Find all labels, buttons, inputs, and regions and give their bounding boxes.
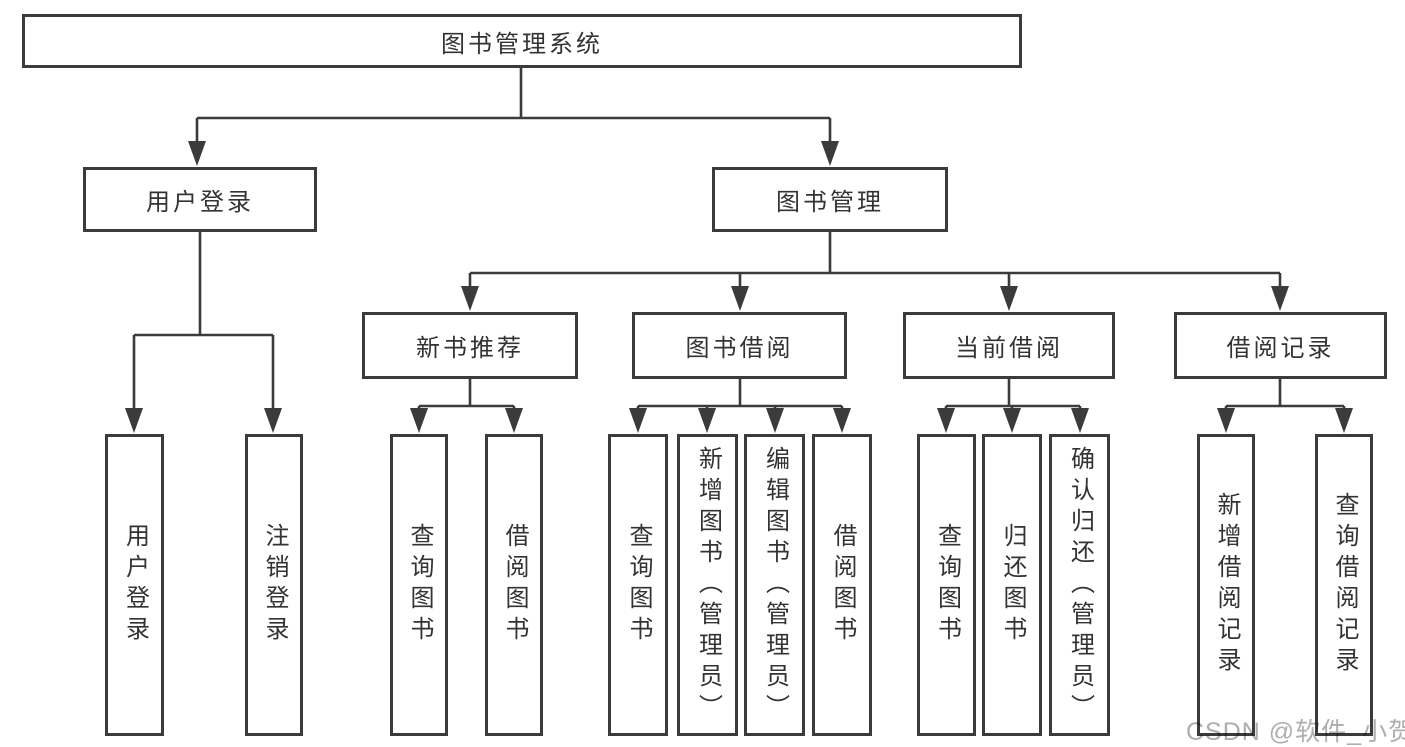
arrowhead <box>1071 408 1089 433</box>
arrowhead <box>188 141 206 166</box>
leaf-br-query-record: 查询借阅记录 <box>1315 434 1373 736</box>
node-book-management: 图书管理 <box>712 167 948 232</box>
node-root: 图书管理系统 <box>22 14 1022 68</box>
arrowhead <box>1003 408 1021 433</box>
arrowhead <box>821 141 839 166</box>
leaf-bb-add-book-admin: 新增图书（管理员） <box>677 434 738 736</box>
arrowhead <box>1335 408 1353 433</box>
leaf-cb-return-books: 归还图书 <box>982 434 1042 736</box>
connector-root-to-level2 <box>188 68 839 166</box>
arrowhead <box>264 408 282 433</box>
leaf-nb-query-books: 查询图书 <box>390 434 448 736</box>
node-borrow-records: 借阅记录 <box>1174 312 1387 379</box>
arrowhead <box>766 408 784 433</box>
leaf-bb-edit-book-admin: 编辑图书（管理员） <box>744 434 805 736</box>
watermark: CSDN @软件_小贺同学 <box>1186 718 1405 746</box>
node-current-borrow: 当前借阅 <box>903 312 1115 379</box>
connector-borrow-records-to-leaves <box>1217 379 1353 433</box>
arrowhead <box>461 286 479 311</box>
leaf-user-login: 用户登录 <box>105 434 164 736</box>
arrowhead <box>1271 286 1289 311</box>
node-new-book-recommend: 新书推荐 <box>362 312 578 379</box>
leaf-bb-borrow-books: 借阅图书 <box>812 434 872 736</box>
arrowhead <box>698 408 716 433</box>
leaf-bb-query-books: 查询图书 <box>608 434 668 736</box>
node-book-borrow: 图书借阅 <box>632 312 847 379</box>
leaf-nb-borrow-books: 借阅图书 <box>485 434 543 736</box>
node-user-login: 用户登录 <box>83 167 317 232</box>
leaf-cb-confirm-return-admin: 确认归还（管理员） <box>1049 434 1110 736</box>
arrowhead <box>629 408 647 433</box>
arrowhead <box>125 408 143 433</box>
leaf-logout: 注销登录 <box>245 434 303 736</box>
leaf-br-add-record: 新增借阅记录 <box>1197 434 1255 736</box>
leaf-cb-query-books: 查询图书 <box>917 434 976 736</box>
arrowhead <box>937 408 955 433</box>
arrowhead <box>1000 286 1018 311</box>
arrowhead <box>410 408 428 433</box>
connector-new-book-recommend-to-leaves <box>410 379 523 433</box>
arrowhead <box>833 408 851 433</box>
connector-current-borrow-to-leaves <box>937 379 1089 433</box>
connector-user-login-to-leaves <box>125 232 282 433</box>
connector-book-borrow-to-leaves <box>629 379 851 433</box>
arrowhead <box>505 408 523 433</box>
arrowhead <box>731 286 749 311</box>
arrowhead <box>1217 408 1235 433</box>
connector-book-management-to-level3 <box>461 232 1289 311</box>
